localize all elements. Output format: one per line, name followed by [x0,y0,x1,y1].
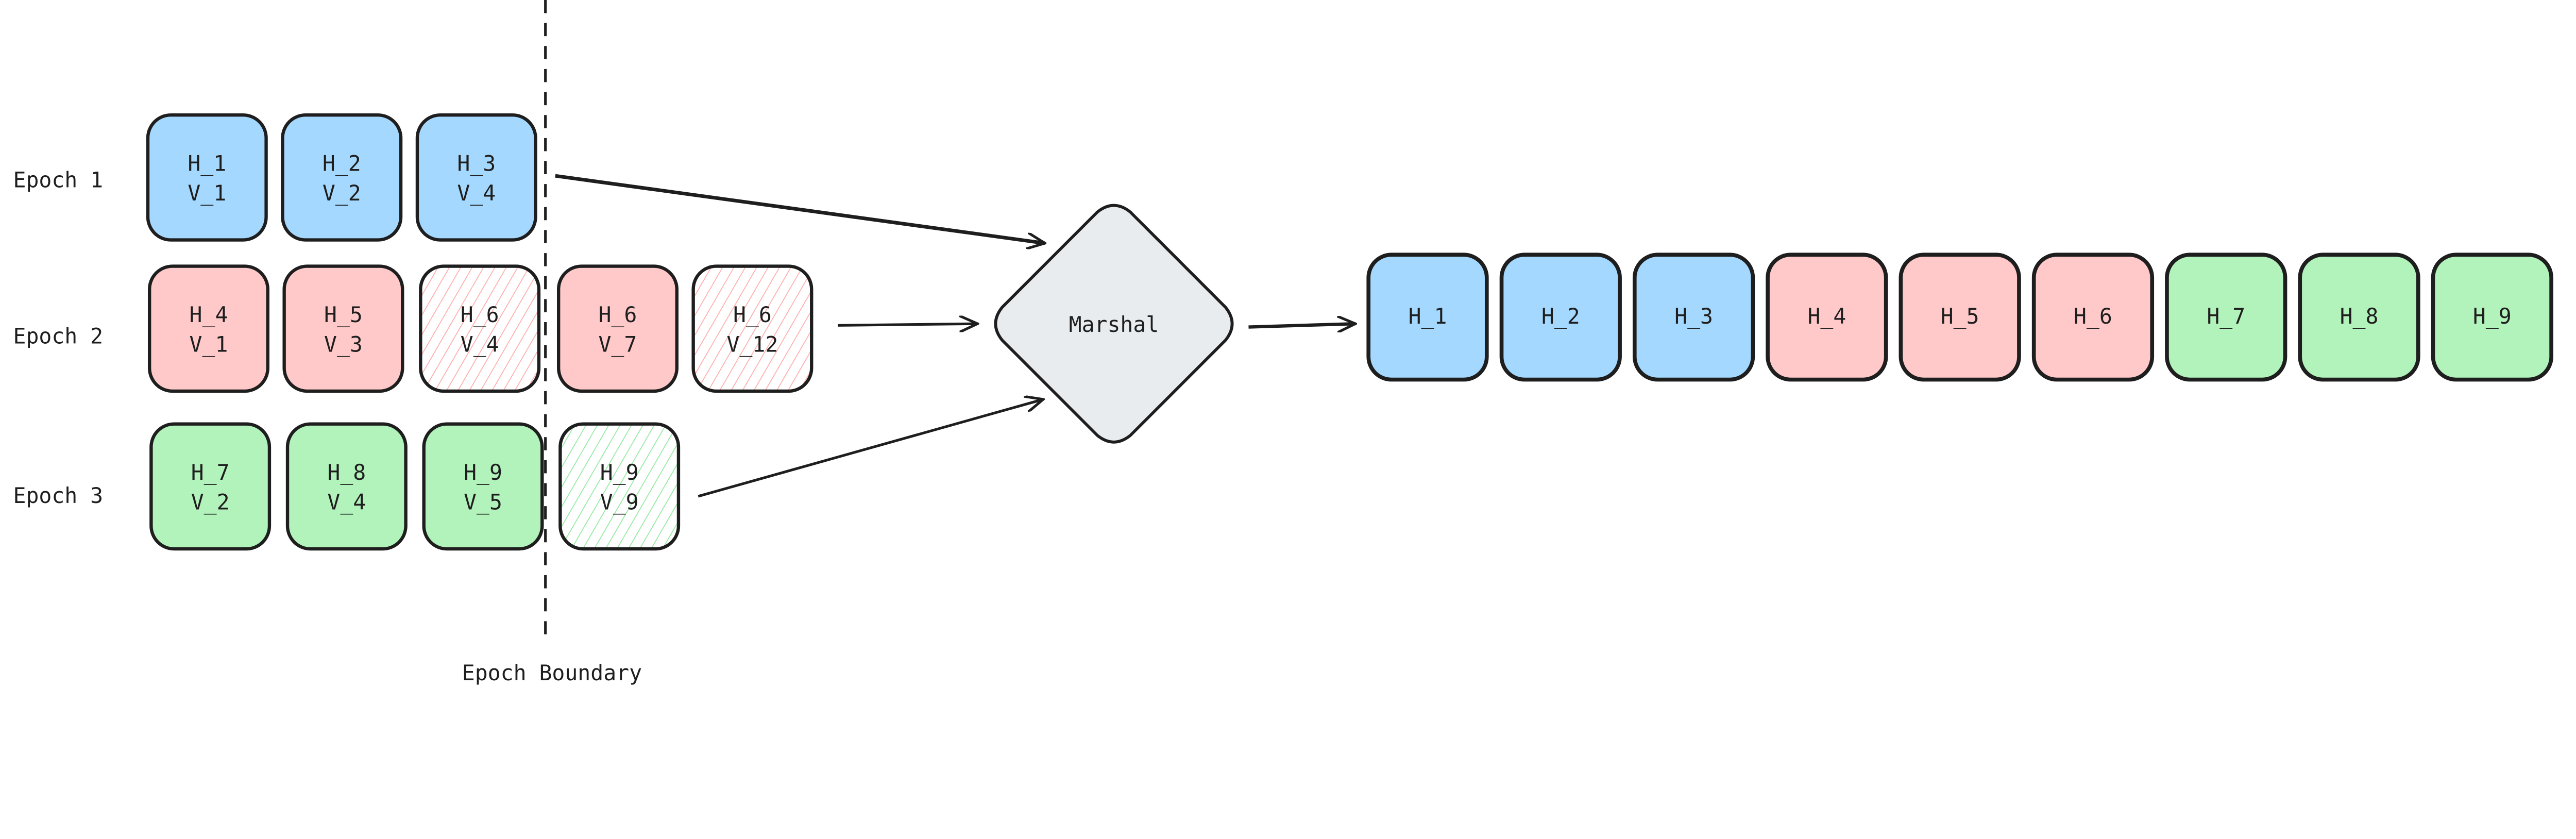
block-v-label: V_2 [191,490,230,515]
output-block: H_3 [1632,253,1755,382]
block-h-label: H_6 [461,303,499,327]
output-block-shape [2431,253,2553,382]
block: H_6V_7 [556,264,679,393]
block-shape [147,264,269,393]
block-h-label: H_5 [324,303,363,327]
block-v-label: V_3 [324,332,363,357]
block-h-label: H_2 [323,152,361,176]
output-block-label: H_7 [2207,304,2245,329]
block-v-label: V_4 [327,490,366,515]
block: H_1V_1 [146,113,268,242]
block-h-label: H_6 [599,303,637,327]
block-v-label: V_2 [323,181,361,206]
arrow-marshal-to-output [1248,324,1355,327]
block: H_7V_2 [149,422,272,551]
output-block-shape [1632,253,1755,382]
block-h-label: H_1 [188,152,226,176]
marshal-diamond [994,204,1234,444]
block: H_2V_2 [281,113,403,242]
block-v-label: V_12 [727,332,778,357]
block: H_5V_3 [282,264,404,393]
output-block: H_9 [2431,253,2553,382]
output-block: H_8 [2298,253,2420,382]
block: H_4V_1 [147,264,269,393]
block-v-label: V_4 [461,332,499,357]
block-v-label: V_9 [600,490,639,515]
output-block-shape [1899,253,2021,382]
epoch-row: Epoch 3H_7V_2H_8V_4H_9V_5H_9V_9 [13,422,681,551]
epoch-label: Epoch 2 [13,324,104,348]
block-shape [149,422,272,551]
block-shape [281,113,403,242]
block-hatched: H_9V_9 [558,422,681,551]
block-hatched: H_6V_4 [419,264,541,393]
block-h-label: H_3 [457,152,496,176]
epoch-label: Epoch 1 [13,168,104,193]
epoch-row: Epoch 1H_1V_1H_2V_2H_3V_4 [13,113,537,242]
output-block: H_2 [1499,253,1622,382]
output-block-shape [1366,253,1489,382]
epoch-row: Epoch 2H_4V_1H_5V_3H_6V_4H_6V_7H_6V_12 [13,264,814,393]
output-sequence: H_1 H_2 H_3 H_4 H_5 H_6 H_7 H_8 H_9 [1366,253,2553,382]
block-shape [285,422,408,551]
output-block: H_6 [2031,253,2155,382]
arrow-epoch2-to-marshal [838,324,977,325]
output-block-label: H_5 [1941,304,1979,329]
block-shape [146,113,268,242]
block-v-label: V_1 [188,181,226,206]
block-v-label: V_5 [464,490,502,515]
output-block-shape [2298,253,2420,382]
output-block-label: H_8 [2340,304,2379,329]
block-hatched: H_6V_12 [691,264,814,393]
output-block-shape [1766,253,1888,382]
block: H_9V_5 [422,422,544,551]
output-block-label: H_9 [2473,304,2512,329]
arrow-epoch1-to-marshal [555,174,1045,243]
block-shape [422,422,544,551]
epoch-boundary-label: Epoch Boundary [462,661,642,685]
output-block-label: H_1 [1409,304,1447,329]
block-h-label: H_6 [733,303,772,327]
output-block-shape [2031,253,2155,382]
block-shape [556,264,679,393]
output-block-label: H_3 [1674,304,1713,329]
block-shape [282,264,404,393]
epoch-label: Epoch 3 [13,483,104,508]
marshal-label: Marshal [1069,312,1159,337]
output-block: H_7 [2165,253,2287,382]
block-v-label: V_7 [599,332,637,357]
output-block: H_1 [1366,253,1489,382]
output-block-shape [1499,253,1622,382]
block-shape [419,264,541,393]
block-h-label: H_7 [191,460,230,485]
block-shape [691,264,814,393]
block-h-label: H_8 [327,460,366,485]
block-v-label: V_1 [190,332,228,357]
output-block-label: H_2 [1541,304,1580,329]
block-h-label: H_9 [600,460,639,485]
block: H_8V_4 [285,422,408,551]
output-block: H_4 [1766,253,1888,382]
output-block-shape [2165,253,2287,382]
block-shape [415,113,537,242]
marshal-node: Marshal [994,204,1234,444]
block-h-label: H_4 [190,303,228,327]
output-block-label: H_6 [2074,304,2112,329]
output-block-label: H_4 [1807,304,1846,329]
output-block: H_5 [1899,253,2021,382]
block-shape [558,422,681,551]
arrow-epoch3-to-marshal [698,399,1043,498]
block-h-label: H_9 [464,460,502,485]
block-v-label: V_4 [457,181,496,206]
block: H_3V_4 [415,113,537,242]
